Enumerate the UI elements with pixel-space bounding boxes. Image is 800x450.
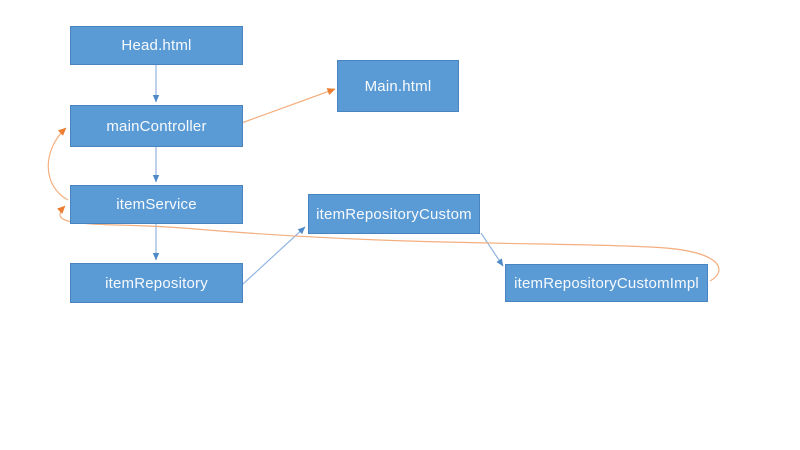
node-label: Main.html: [364, 77, 432, 95]
node-item-service[interactable]: itemService: [70, 185, 243, 224]
node-item-repository-custom[interactable]: itemRepositoryCustom: [308, 194, 480, 234]
edge-itemservice-maincontroller: [47, 127, 69, 201]
node-label: mainController: [106, 117, 207, 135]
edge-maincontroller-mainhtml: [242, 88, 336, 124]
node-label: itemRepository: [105, 274, 208, 292]
edge-itemrepositorycustom-itemrepositorycustomimpl: [480, 232, 504, 267]
node-head-html[interactable]: Head.html: [70, 26, 243, 65]
node-item-repository[interactable]: itemRepository: [70, 263, 243, 303]
node-label: Head.html: [121, 37, 192, 54]
node-label: itemRepositoryCustom: [316, 205, 472, 223]
node-item-repository-custom-impl[interactable]: itemRepositoryCustomImpl: [505, 264, 708, 302]
node-main-controller[interactable]: mainController: [70, 105, 243, 147]
node-label: itemRepositoryCustomImpl: [514, 274, 699, 292]
node-label: itemService: [116, 196, 197, 213]
node-main-html[interactable]: Main.html: [337, 60, 459, 112]
edge-itemrepositorycustomimpl-itemservice: [57, 205, 720, 282]
